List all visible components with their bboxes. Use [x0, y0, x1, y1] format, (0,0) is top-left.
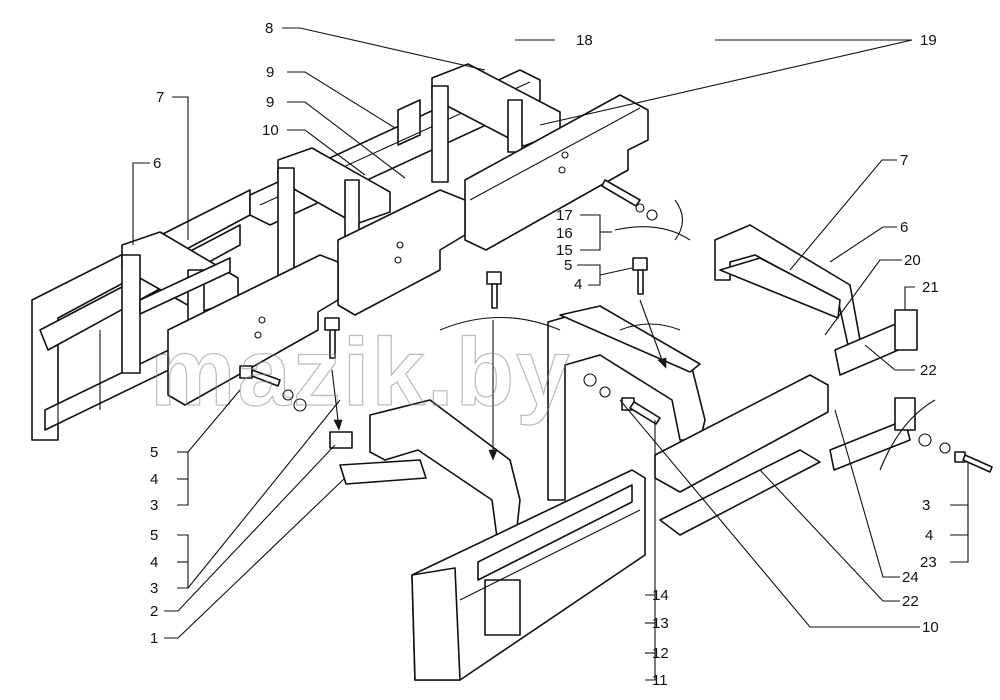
bracket-frame-mid — [277, 147, 391, 289]
bracket-frame-left — [121, 231, 239, 374]
label-12: 12 — [652, 645, 669, 662]
label-1: 1 — [150, 630, 158, 647]
assembly-arrows — [331, 299, 667, 461]
label-21: 21 — [922, 279, 939, 296]
part-labels: 8 18 19 9 7 9 10 6 7 17 6 16 15 20 5 4 2… — [150, 20, 939, 689]
bracket-frame-top — [431, 63, 561, 183]
label-19: 19 — [920, 32, 937, 49]
front-cross-bracket — [329, 399, 521, 546]
right-bumper-frame — [547, 305, 706, 501]
label-2: 2 — [150, 603, 158, 620]
bolt-horizontal-left — [239, 365, 307, 412]
rail-segment-left — [167, 254, 339, 406]
bolt-right — [632, 257, 648, 295]
right-beam-22 — [829, 309, 918, 471]
bolt-center — [486, 271, 502, 309]
leader-lines — [132, 27, 969, 681]
label-9-bottom: 9 — [266, 94, 274, 111]
label-18: 18 — [576, 32, 593, 49]
label-14: 14 — [652, 587, 669, 604]
label-4-right: 4 — [925, 527, 933, 544]
bolt-17 — [601, 179, 658, 221]
label-10-top: 10 — [262, 122, 279, 139]
label-22-bottom: 22 — [902, 593, 919, 610]
label-3-left-upper: 3 — [150, 497, 158, 514]
label-20: 20 — [904, 252, 921, 269]
label-8: 8 — [265, 20, 273, 37]
label-13: 13 — [652, 615, 669, 632]
label-5-center: 5 — [564, 257, 572, 274]
label-5-left-lower: 5 — [150, 527, 158, 544]
label-17: 17 — [556, 207, 573, 224]
watermark-text: mazik.by — [150, 319, 572, 426]
rail-segment-19 — [464, 94, 649, 251]
label-4-left-lower: 4 — [150, 554, 158, 571]
lower-long-rail-22 — [654, 374, 829, 536]
label-11: 11 — [652, 672, 668, 689]
label-7-right: 7 — [900, 152, 908, 169]
front-bumper-beam — [411, 469, 646, 681]
label-7-left: 7 — [156, 89, 164, 106]
fasteners-right — [918, 433, 993, 473]
label-24: 24 — [902, 569, 919, 586]
label-3-right: 3 — [922, 497, 930, 514]
phantom-curves — [439, 199, 936, 471]
label-4-left-upper: 4 — [150, 471, 158, 488]
label-5-left-upper: 5 — [150, 444, 158, 461]
label-22-right: 22 — [920, 362, 937, 379]
bolt-upper-left — [324, 317, 340, 359]
label-15: 15 — [556, 242, 573, 259]
label-6-left: 6 — [153, 155, 161, 172]
label-9-top: 9 — [266, 64, 274, 81]
label-6-right: 6 — [900, 219, 908, 236]
rear-cross-frame-7 — [714, 224, 861, 346]
label-4-center: 4 — [574, 276, 582, 293]
label-16: 16 — [556, 225, 573, 242]
rail-segment-mid — [337, 189, 466, 316]
label-23: 23 — [920, 554, 937, 571]
label-10-bottom: 10 — [922, 619, 939, 636]
fasteners-center — [583, 373, 661, 425]
label-3-left-lower: 3 — [150, 580, 158, 597]
